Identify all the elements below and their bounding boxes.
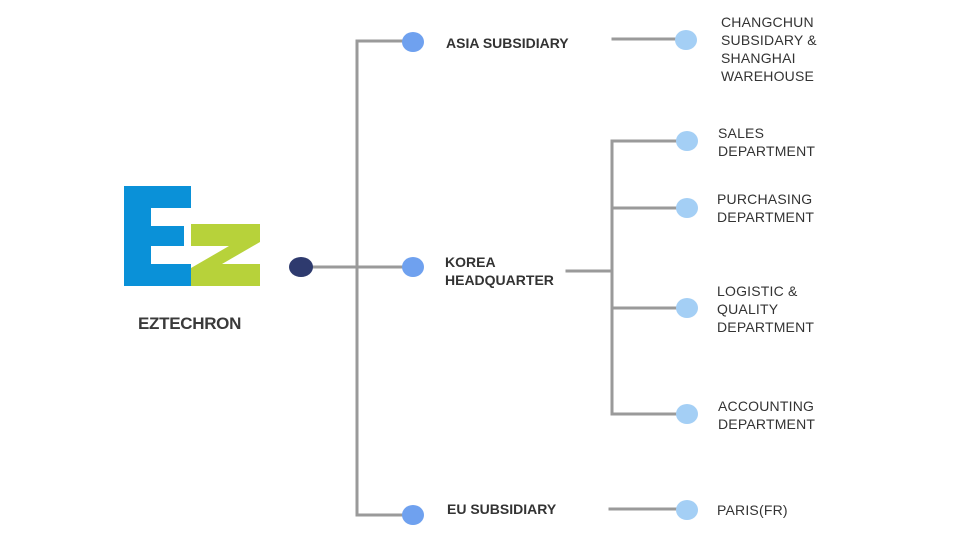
accounting-label: ACCOUNTING DEPARTMENT bbox=[718, 398, 816, 432]
asia-subsidiary-label: ASIA SUBSIDIARY bbox=[446, 35, 569, 51]
eu-subsidiary-node bbox=[402, 505, 424, 525]
korea-headquarter-label: KOREA HEADQUARTER bbox=[445, 254, 554, 288]
logistic-label: LOGISTIC & QUALITY DEPARTMENT bbox=[717, 283, 815, 335]
paris-label: PARIS(FR) bbox=[717, 502, 788, 518]
purchasing-label: PURCHASING DEPARTMENT bbox=[717, 191, 815, 225]
accounting-node bbox=[676, 404, 698, 424]
eu-subsidiary-label: EU SUBSIDIARY bbox=[447, 501, 557, 517]
company-name: EZTECHRON bbox=[138, 314, 242, 333]
sales-node bbox=[676, 131, 698, 151]
root-node bbox=[289, 257, 313, 277]
purchasing-node bbox=[676, 198, 698, 218]
changchun-node bbox=[675, 30, 697, 50]
paris-node bbox=[676, 500, 698, 520]
changchun-label: CHANGCHUN SUBSIDARY & SHANGHAI WAREHOUSE bbox=[721, 14, 817, 84]
korea-headquarter-node bbox=[402, 257, 424, 277]
sales-label: SALES DEPARTMENT bbox=[718, 125, 816, 159]
logistic-node bbox=[676, 298, 698, 318]
logo-z-shape bbox=[191, 224, 260, 286]
eztechron-logo bbox=[124, 186, 260, 286]
logo-e-shape bbox=[124, 186, 191, 286]
asia-subsidiary-node bbox=[402, 32, 424, 52]
